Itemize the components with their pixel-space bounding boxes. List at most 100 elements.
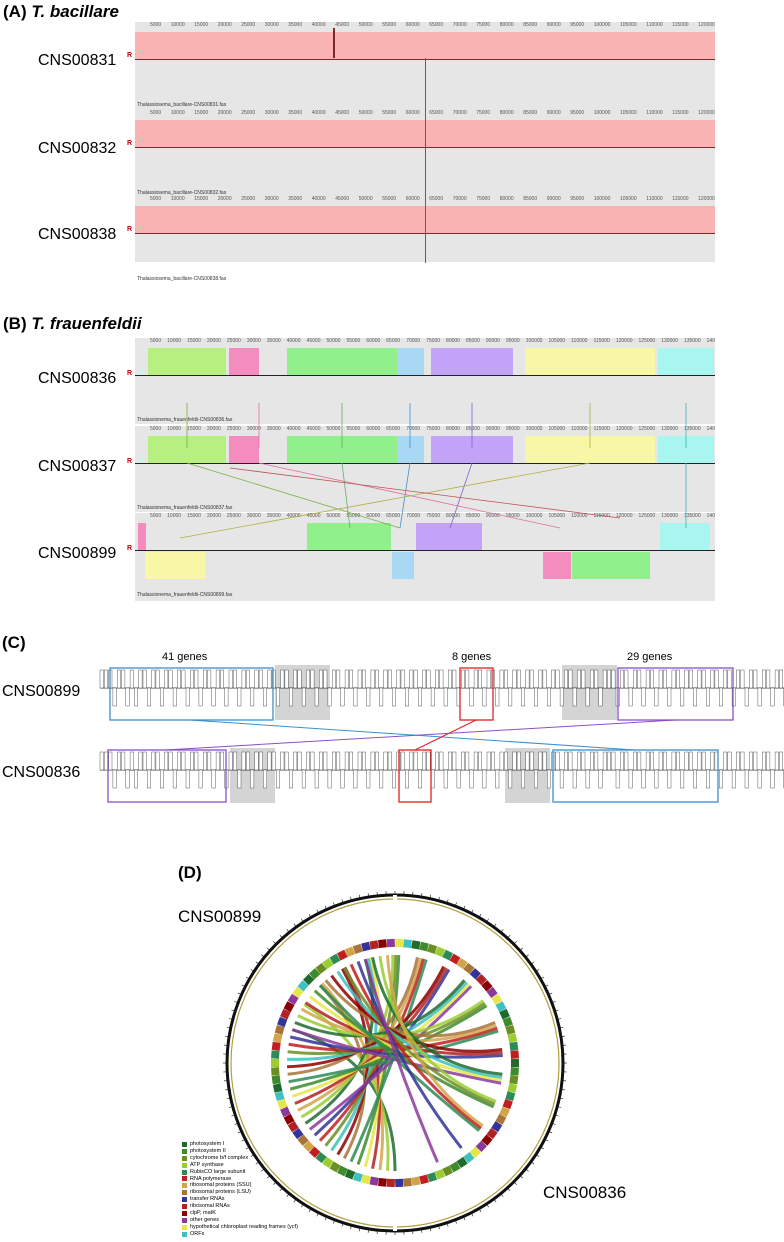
gene-tile — [297, 1134, 309, 1146]
ruler-tick: 75000 — [426, 338, 441, 344]
gene-tile — [297, 980, 309, 992]
ruler-tick: 135000 — [683, 426, 701, 432]
lcb-block — [658, 348, 714, 375]
legend-item: ATP synthase — [182, 1162, 298, 1169]
ruler-tick: 115000 — [593, 426, 610, 432]
legend-swatch — [182, 1176, 187, 1182]
genome-name: CNS00899 — [38, 545, 117, 562]
ruler-tick: 100000 — [525, 426, 543, 432]
gene-box — [482, 687, 487, 707]
lcb-block — [431, 348, 513, 375]
gene-box — [469, 687, 474, 707]
ruler-tick: 100000 — [525, 513, 543, 519]
gene-box — [602, 669, 607, 689]
legend-label: photosystem II — [190, 1147, 226, 1154]
gene-box — [147, 687, 151, 707]
gene-box — [387, 669, 392, 689]
scale-tick — [301, 918, 304, 923]
ruler-tick: 110000 — [571, 338, 588, 344]
scale-tick — [266, 1175, 271, 1179]
scale-tick — [293, 1198, 297, 1203]
gene-box — [585, 769, 590, 789]
ruler-tick: 110000 — [571, 426, 588, 432]
legend-label: RubisCO large subunit — [190, 1168, 246, 1175]
gene-box — [297, 669, 302, 689]
gene-tile — [337, 949, 348, 961]
gene-tile — [344, 1169, 356, 1180]
gene-tile — [509, 1075, 519, 1085]
legend-label: ORFs — [190, 1230, 205, 1237]
gene-tile — [315, 962, 327, 975]
ruler-tick: 95000 — [570, 196, 585, 202]
ruler-tick: 10000 — [167, 426, 182, 432]
gene-box — [211, 687, 216, 707]
ruler-tick: 70000 — [406, 513, 421, 519]
gene-box — [555, 669, 560, 689]
genome-file: Thalassiosema_bacillare-CNS00831.fas — [137, 102, 227, 108]
gene-box — [697, 669, 702, 689]
scale-tick — [226, 1026, 231, 1029]
ruler-tick: 20000 — [217, 110, 232, 116]
gene-tile — [469, 968, 481, 980]
gene-tile — [361, 1174, 371, 1185]
ruler-tick: 110000 — [646, 196, 663, 202]
scale-tick — [279, 1187, 283, 1192]
legend-swatch — [182, 1217, 187, 1223]
gene-box — [430, 687, 435, 707]
ruler-tick: 80000 — [446, 426, 460, 432]
ruler-tick: 5000 — [150, 110, 162, 116]
ruler-tick: 65000 — [429, 22, 444, 28]
gene-box — [581, 669, 586, 689]
gene-box — [159, 769, 164, 789]
gene-box — [684, 751, 689, 771]
ruler-tick: 5000 — [150, 513, 162, 519]
ruler-tick: 95000 — [505, 513, 520, 519]
ruler-tick: 45000 — [306, 338, 321, 344]
ruler-tick: 75000 — [476, 196, 491, 202]
legend-label: photosystem I — [190, 1141, 225, 1147]
gene-box — [564, 751, 569, 771]
gene-box — [572, 687, 577, 707]
panel-b-label: (B) — [3, 314, 27, 333]
gene-tile — [510, 1067, 519, 1076]
gene-box — [516, 669, 521, 689]
gene-box — [641, 687, 646, 707]
genome-name: CNS00837 — [38, 458, 117, 475]
scale-tick — [231, 1114, 236, 1117]
ruler-tick: 105000 — [620, 110, 637, 116]
gene-box — [688, 669, 693, 689]
gene-box — [241, 669, 246, 689]
scale-tick — [255, 961, 260, 965]
gene-box — [215, 669, 220, 689]
panel-b-species: T. frauenfeldii — [31, 314, 142, 333]
gene-tile — [271, 1041, 281, 1051]
scale-tick — [438, 896, 440, 901]
gene-box — [301, 769, 306, 789]
scale-tick — [420, 893, 423, 898]
gene-box — [362, 751, 366, 771]
gene-box — [658, 669, 663, 689]
ruler-tick: 55000 — [382, 196, 397, 202]
scale-tick — [308, 1208, 312, 1213]
legend-swatch — [182, 1155, 187, 1161]
gene-tile — [280, 1106, 291, 1118]
gene-box — [572, 769, 577, 789]
gene-box — [151, 669, 156, 689]
gene-box — [512, 669, 517, 689]
genome-name: CNS00836 — [38, 370, 117, 387]
ruler-tick: 35000 — [288, 22, 303, 28]
gene-box — [142, 751, 147, 771]
ruler-tick: 45000 — [335, 196, 350, 202]
ruler-tick: 60000 — [405, 196, 420, 202]
scale-tick — [557, 1018, 562, 1020]
scale-tick — [241, 984, 246, 987]
ruler-tick: 120000 — [698, 22, 715, 28]
gene-box — [547, 687, 551, 707]
ruler-tick: 75000 — [476, 110, 491, 116]
lcb-block — [145, 552, 205, 579]
gene-box — [577, 669, 581, 689]
scale-tick — [557, 1106, 562, 1108]
gene-box — [104, 669, 108, 689]
scale-tick — [446, 899, 449, 904]
gene-box — [607, 751, 612, 771]
